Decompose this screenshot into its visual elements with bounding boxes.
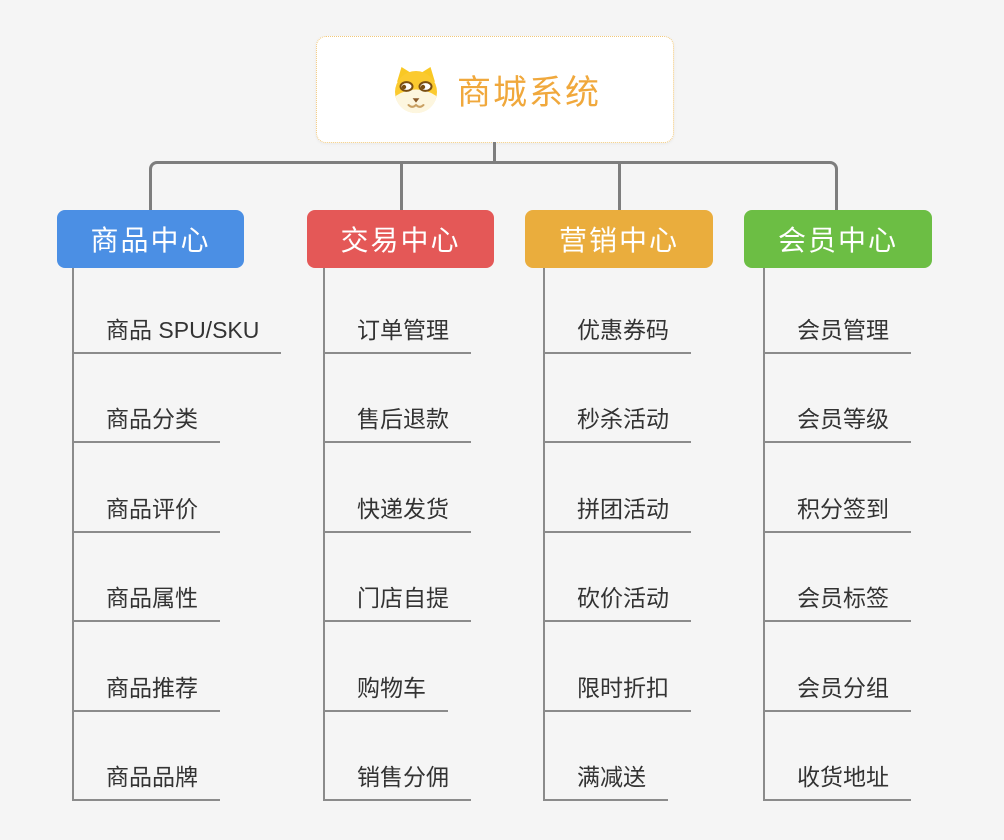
sub-item-marketing-center-1[interactable]: 秒杀活动 (543, 400, 691, 443)
connector-trunk-product-center (72, 268, 74, 801)
branch-header-product-center[interactable]: 商品中心 (57, 210, 244, 268)
sub-item-trade-center-4[interactable]: 购物车 (323, 669, 448, 712)
item-row: 商品分类 (72, 354, 281, 443)
sub-item-marketing-center-0[interactable]: 优惠券码 (543, 311, 691, 354)
item-row: 收货地址 (763, 712, 911, 801)
item-list-member-center: 会员管理会员等级积分签到会员标签会员分组收货地址 (763, 264, 911, 801)
item-row: 会员分组 (763, 622, 911, 712)
branch-header-member-center[interactable]: 会员中心 (744, 210, 932, 268)
item-row: 商品推荐 (72, 622, 281, 712)
connector-drop-marketing (618, 163, 621, 210)
item-row: 会员标签 (763, 533, 911, 622)
sub-item-trade-center-5[interactable]: 销售分佣 (323, 758, 471, 801)
item-row: 优惠券码 (543, 264, 691, 354)
item-list-marketing-center: 优惠券码秒杀活动拼团活动砍价活动限时折扣满减送 (543, 264, 691, 801)
item-row: 快递发货 (323, 443, 471, 533)
item-list-trade-center: 订单管理售后退款快递发货门店自提购物车销售分佣 (323, 264, 471, 801)
sub-item-member-center-4[interactable]: 会员分组 (763, 669, 911, 712)
root-node[interactable]: 商城系统 (316, 36, 674, 143)
item-row: 拼团活动 (543, 443, 691, 533)
item-row: 会员管理 (763, 264, 911, 354)
sub-item-product-center-0[interactable]: 商品 SPU/SKU (72, 311, 282, 354)
item-row: 订单管理 (323, 264, 471, 354)
item-row: 积分签到 (763, 443, 911, 533)
sub-item-marketing-center-2[interactable]: 拼团活动 (543, 490, 691, 533)
sub-item-trade-center-0[interactable]: 订单管理 (323, 311, 471, 354)
item-row: 销售分佣 (323, 712, 471, 801)
sub-item-marketing-center-5[interactable]: 满减送 (543, 758, 668, 801)
sub-item-product-center-5[interactable]: 商品品牌 (72, 758, 220, 801)
connector-bus (149, 161, 838, 210)
branch-header-trade-center[interactable]: 交易中心 (307, 210, 494, 268)
sub-item-product-center-4[interactable]: 商品推荐 (72, 669, 220, 712)
sub-item-member-center-2[interactable]: 积分签到 (763, 490, 911, 533)
connector-trunk-trade-center (323, 268, 325, 801)
item-row: 满减送 (543, 712, 691, 801)
item-row: 会员等级 (763, 354, 911, 443)
item-row: 限时折扣 (543, 622, 691, 712)
sub-item-product-center-3[interactable]: 商品属性 (72, 579, 220, 622)
item-row: 商品属性 (72, 533, 281, 622)
item-row: 售后退款 (323, 354, 471, 443)
item-list-product-center: 商品 SPU/SKU 商品分类商品评价商品属性商品推荐商品品牌 (72, 264, 282, 801)
item-row: 秒杀活动 (543, 354, 691, 443)
sub-item-marketing-center-4[interactable]: 限时折扣 (543, 669, 691, 712)
sub-item-member-center-5[interactable]: 收货地址 (763, 758, 911, 801)
sub-item-trade-center-1[interactable]: 售后退款 (323, 400, 471, 443)
branch-header-marketing-center[interactable]: 营销中心 (525, 210, 713, 268)
connector-trunk-member-center (763, 268, 765, 801)
connector-drop-trade (400, 163, 403, 210)
connector-trunk-marketing-center (543, 268, 545, 801)
item-row: 砍价活动 (543, 533, 691, 622)
item-row: 商品品牌 (72, 712, 281, 801)
connector-root-trunk (493, 142, 496, 163)
sub-item-member-center-1[interactable]: 会员等级 (763, 400, 911, 443)
item-row: 购物车 (323, 622, 471, 712)
item-row: 商品评价 (72, 443, 281, 533)
sub-item-trade-center-3[interactable]: 门店自提 (323, 579, 471, 622)
root-title: 商城系统 (457, 74, 601, 112)
item-row: 商品 SPU/SKU (72, 264, 282, 354)
sub-item-product-center-2[interactable]: 商品评价 (72, 490, 220, 533)
sub-item-trade-center-2[interactable]: 快递发货 (323, 490, 471, 533)
sub-item-member-center-3[interactable]: 会员标签 (763, 579, 911, 622)
sub-item-marketing-center-3[interactable]: 砍价活动 (543, 579, 691, 622)
item-row: 门店自提 (323, 533, 471, 622)
sub-item-product-center-1[interactable]: 商品分类 (72, 400, 220, 443)
dog-face-icon (395, 66, 437, 113)
sub-item-member-center-0[interactable]: 会员管理 (763, 311, 911, 354)
